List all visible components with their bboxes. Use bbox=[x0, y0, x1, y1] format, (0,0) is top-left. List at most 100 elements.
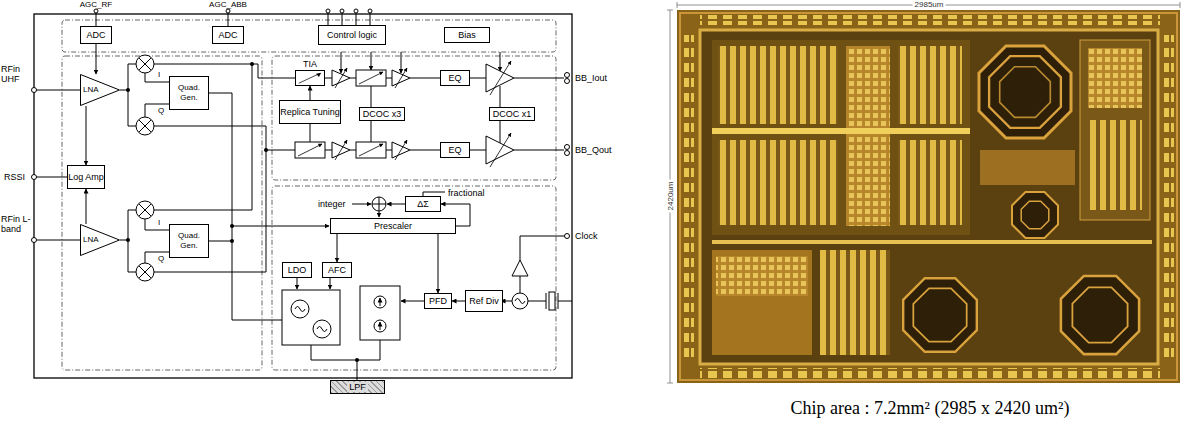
inductor-symbol bbox=[1000, 67, 1051, 118]
circle-symbol bbox=[368, 9, 372, 13]
pin-name: RSSI bbox=[4, 172, 25, 182]
divider-block: Ref Div bbox=[465, 290, 503, 312]
wire-path bbox=[359, 72, 383, 84]
circle-symbol bbox=[126, 88, 130, 92]
tuning-block: Replica Tuning bbox=[279, 100, 341, 124]
block-shape bbox=[712, 240, 1152, 244]
block-label: TIA bbox=[303, 59, 317, 69]
circle-symbol bbox=[374, 320, 386, 332]
block-label: Quad. Gen. bbox=[170, 83, 208, 103]
pin-name: AGC_ABB bbox=[209, 0, 247, 9]
wire-path bbox=[298, 144, 322, 156]
signal-connector bbox=[86, 106, 87, 165]
dcoc-block: DCOC x1 bbox=[489, 107, 536, 121]
figure-caption: Chip area : 7.2mm² (2985 x 2420 um²) bbox=[791, 397, 1070, 419]
wire-path bbox=[139, 58, 151, 278]
signal-connector bbox=[438, 234, 439, 293]
pin-name: RFin UHF bbox=[1, 64, 32, 84]
wire-path bbox=[490, 61, 511, 95]
wire-path bbox=[395, 68, 407, 88]
wire-path bbox=[387, 204, 405, 205]
equalizer-block: EQ bbox=[440, 70, 470, 86]
variable-arrow-line bbox=[299, 74, 320, 84]
wire-path bbox=[490, 133, 511, 167]
circle-symbol bbox=[32, 238, 37, 243]
wire-path bbox=[341, 52, 342, 73]
quadrature-generator: Quad. Gen. bbox=[169, 76, 209, 110]
block-label: LPF bbox=[347, 382, 368, 392]
block-label: ADC bbox=[218, 30, 237, 40]
wire-path bbox=[380, 298, 381, 306]
inductor-symbol bbox=[979, 46, 1071, 138]
signal-name: Q bbox=[158, 106, 164, 115]
circle-symbol bbox=[565, 73, 570, 78]
circle-symbol bbox=[354, 9, 358, 13]
signal-name: fractional bbox=[448, 188, 485, 198]
block-shape bbox=[716, 256, 808, 296]
equalizer-block: EQ bbox=[440, 142, 470, 158]
logic-block: Control logic bbox=[318, 25, 386, 45]
adc-block: ADC bbox=[80, 26, 112, 44]
inductor-symbol bbox=[1072, 287, 1127, 342]
block-label: DCOC x1 bbox=[493, 109, 532, 119]
tia-block: TIA bbox=[295, 70, 325, 86]
region-outlines bbox=[62, 20, 556, 370]
block-label: ADC bbox=[86, 30, 105, 40]
circle-symbol bbox=[230, 239, 234, 243]
block-label: LNA bbox=[83, 235, 99, 245]
circle-symbol bbox=[512, 293, 528, 309]
circle-symbol bbox=[326, 9, 330, 13]
wire-path bbox=[372, 197, 386, 211]
circle-symbol bbox=[32, 175, 37, 180]
block-shape bbox=[360, 286, 400, 340]
signal-connector bbox=[337, 234, 338, 262]
pin-name: RFin L-band bbox=[1, 214, 32, 234]
circle-symbol bbox=[565, 145, 570, 150]
block-shape bbox=[712, 40, 970, 235]
circle-symbol bbox=[126, 238, 130, 242]
block-shape bbox=[980, 150, 1075, 185]
block-shape bbox=[356, 70, 386, 86]
block-label: LNA bbox=[83, 85, 99, 95]
inductor-symbol bbox=[913, 288, 966, 341]
wire-path bbox=[145, 73, 172, 263]
wire-path bbox=[232, 226, 329, 227]
circle-symbol bbox=[226, 9, 230, 13]
circle-symbol bbox=[94, 9, 98, 13]
circle-symbol bbox=[32, 88, 37, 93]
sigma-delta-block: ΔΣ bbox=[405, 196, 441, 212]
block-shape bbox=[684, 35, 694, 360]
circle-symbol bbox=[565, 79, 570, 84]
block-label: Quad. Gen. bbox=[170, 231, 208, 251]
block-shape bbox=[700, 30, 1158, 364]
block-shape bbox=[1164, 35, 1174, 360]
dimension-label: 2420um bbox=[666, 180, 675, 213]
block-shape bbox=[700, 368, 1160, 378]
loop-filter: LPF bbox=[330, 380, 385, 394]
wire-path bbox=[500, 52, 501, 71]
block-label: LDO bbox=[288, 265, 307, 275]
signal-connector bbox=[86, 189, 87, 224]
block-shape bbox=[846, 46, 890, 226]
afc-block: AFC bbox=[322, 262, 352, 278]
wire-path bbox=[395, 140, 407, 160]
block-shape bbox=[718, 46, 838, 124]
block-label: DCOC x3 bbox=[363, 109, 402, 119]
pin-name: BB_Qout bbox=[575, 145, 612, 155]
wire-path bbox=[335, 140, 347, 160]
signal-name: integer bbox=[318, 199, 346, 209]
block-shape bbox=[295, 142, 325, 158]
block-shape bbox=[1088, 120, 1142, 210]
wire-path bbox=[295, 307, 327, 332]
dimension-label: 2985um bbox=[913, 0, 946, 9]
circle-symbol bbox=[372, 197, 386, 211]
wire-path bbox=[380, 322, 381, 330]
junction-dots bbox=[126, 62, 359, 362]
inductor-symbol bbox=[1021, 201, 1049, 229]
block-shape bbox=[272, 186, 556, 370]
circle-symbol bbox=[565, 151, 570, 156]
wire-path bbox=[311, 340, 380, 380]
pin-name: Clock bbox=[575, 231, 598, 241]
block-label: Log Amp bbox=[68, 172, 104, 182]
